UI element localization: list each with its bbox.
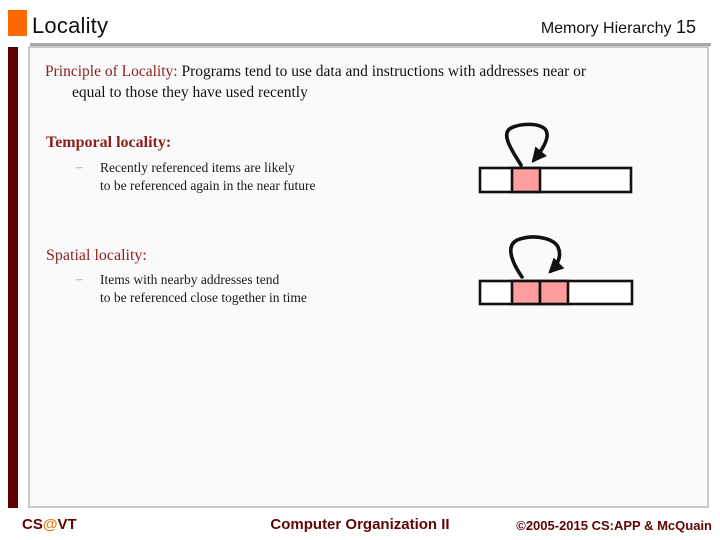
at-glyph: @ xyxy=(42,516,58,533)
spatial-bullet-dash: – xyxy=(76,271,83,286)
principle-label: Principle of Locality: xyxy=(45,63,178,80)
header-context: Memory Hierarchy 15 xyxy=(541,17,696,38)
footer-brand: CS@VT xyxy=(22,516,77,533)
temporal-bullet-dash: – xyxy=(76,159,83,174)
adjacent-reference-arrow xyxy=(509,235,565,279)
memory-bar xyxy=(478,166,633,194)
principle-line1: Principle of Locality: Programs tend to … xyxy=(45,63,587,80)
spatial-bullet-text: Items with nearby addresses tend to be r… xyxy=(100,272,307,305)
page-number: 15 xyxy=(675,17,696,37)
referenced-cell xyxy=(510,279,542,306)
footer-copyright: ©2005-2015 CS:APP & McQuain xyxy=(516,518,712,533)
referenced-cell xyxy=(510,166,542,194)
slide-title: Locality xyxy=(32,13,109,38)
spatial-locality-diagram xyxy=(478,235,634,306)
spatial-heading: Spatial locality: xyxy=(46,247,147,264)
temporal-heading: Temporal locality: xyxy=(46,134,172,151)
temporal-bullet-text: Recently referenced items are likely to … xyxy=(100,160,316,193)
left-accent-bar xyxy=(8,47,18,508)
header-context-label: Memory Hierarchy xyxy=(540,20,672,37)
footer-course-title: Computer Organization II xyxy=(270,516,450,533)
principle-paragraph: Principle of Locality: Programs tend to … xyxy=(45,61,693,103)
principle-line2: equal to those they have used recently xyxy=(72,84,308,101)
nearby-referenced-cell xyxy=(538,279,570,306)
temporal-locality-diagram xyxy=(478,122,633,194)
slide-content-box xyxy=(28,46,709,508)
title-underline-rule xyxy=(30,43,711,46)
slide-logo-square xyxy=(8,10,27,36)
self-reference-arrow xyxy=(504,122,549,167)
